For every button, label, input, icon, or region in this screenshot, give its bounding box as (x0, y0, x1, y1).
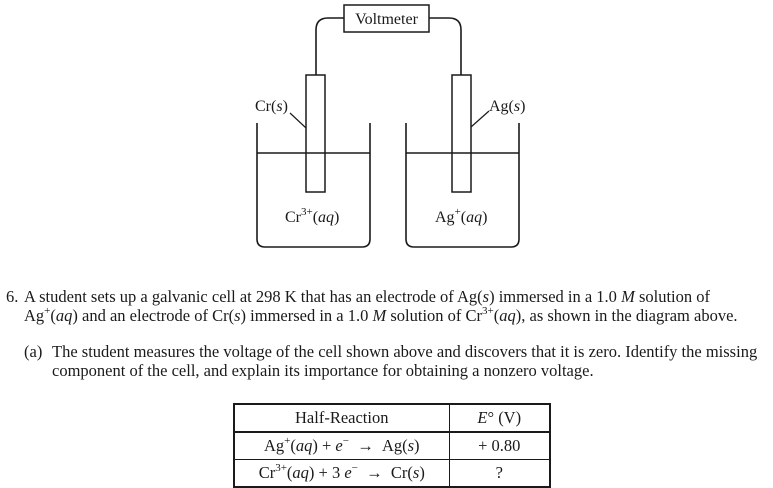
table-row: Ag+(aq) + e− → Ag(s) + 0.80 (233, 431, 551, 460)
table-header-row: Half-Reaction E° (V) (233, 403, 551, 433)
right-wire (429, 17, 462, 75)
left-electrode-label: Cr(s) (255, 98, 288, 115)
right-beaker (405, 123, 520, 248)
chromium-potential: ? (448, 459, 551, 488)
galvanic-cell-diagram: Voltmeter Cr(s) Ag(s) Cr3+(aq) Ag+(aq) (255, 4, 525, 248)
voltmeter-label: Voltmeter (355, 11, 418, 28)
chromium-half-reaction: Cr3+(aq) + 3 e− → Cr(s) (233, 459, 450, 488)
chromium-electrode (305, 74, 326, 193)
right-solution-label: Ag+(aq) (435, 206, 487, 226)
silver-electrode (451, 74, 472, 193)
part-a-line-2: component of the cell, and explain its i… (52, 361, 594, 380)
silver-potential: + 0.80 (448, 431, 551, 460)
part-a-label: (a) (24, 342, 43, 361)
part-a-line-1: The student measures the voltage of the … (52, 342, 758, 361)
cr-leader-line (289, 112, 307, 129)
ag-leader-line (470, 110, 490, 128)
silver-half-reaction: Ag+(aq) + e− → Ag(s) (233, 431, 450, 460)
question-line-2: Ag+(aq) and an electrode of Cr(s) immers… (24, 304, 738, 325)
left-solution-label: Cr3+(aq) (285, 206, 339, 226)
right-electrode-label: Ag(s) (489, 98, 525, 115)
voltmeter-box (343, 4, 430, 33)
question-number: 6. (6, 287, 19, 306)
header-potential: E° (V) (448, 403, 551, 433)
header-half-reaction: Half-Reaction (233, 403, 450, 433)
half-reaction-table: Half-Reaction E° (V) Ag+(aq) + e− → Ag(s… (233, 403, 551, 488)
question-line-1: A student sets up a galvanic cell at 298… (24, 287, 710, 306)
left-wire (315, 17, 344, 75)
table-row: Cr3+(aq) + 3 e− → Cr(s) ? (233, 459, 551, 488)
left-beaker (256, 123, 371, 248)
